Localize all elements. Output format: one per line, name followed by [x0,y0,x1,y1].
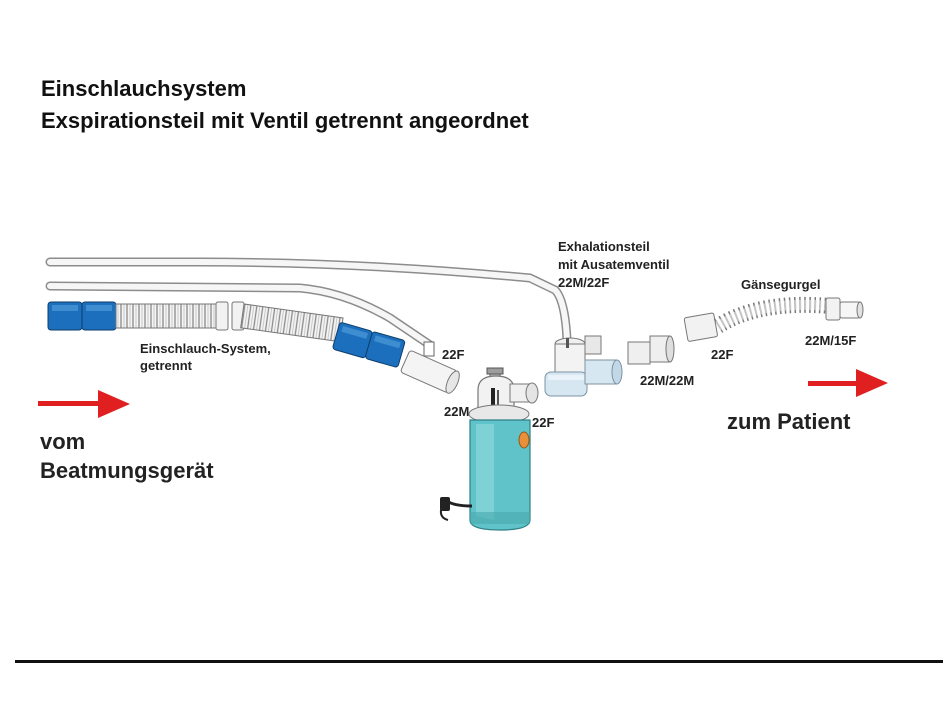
exhalation-label-1: Exhalationsteil [558,238,650,255]
from-ventilator-label-2: Beatmungsgerät [40,456,214,485]
tube-label-1: Einschlauch-System, [140,340,271,357]
to-patient-label: zum Patient [727,407,850,436]
goose-neck-label: Gänsegurgel [741,276,820,293]
arrow-to-patient [808,369,888,397]
port-humidifier-22m: 22M [444,403,469,420]
port-humidifier-22f: 22F [532,414,554,431]
exhalation-valve [545,336,622,396]
humidifier [440,368,538,530]
goose-connector-label: 22M/15F [805,332,856,349]
adapter-22m-22m [628,336,674,364]
adapter-22f-label: 22F [711,346,733,363]
adapter-22m-22m-label: 22M/22M [640,372,694,389]
exhalation-label-2: mit Ausatemventil [558,256,670,273]
port-upper-22f: 22F [442,346,464,363]
from-ventilator-label-1: vom [40,427,85,456]
tube-label-2: getrennt [140,357,192,374]
arrow-from-ventilator [38,390,130,418]
footer-rule [15,660,943,663]
exhalation-label-3: 22M/22F [558,274,609,291]
